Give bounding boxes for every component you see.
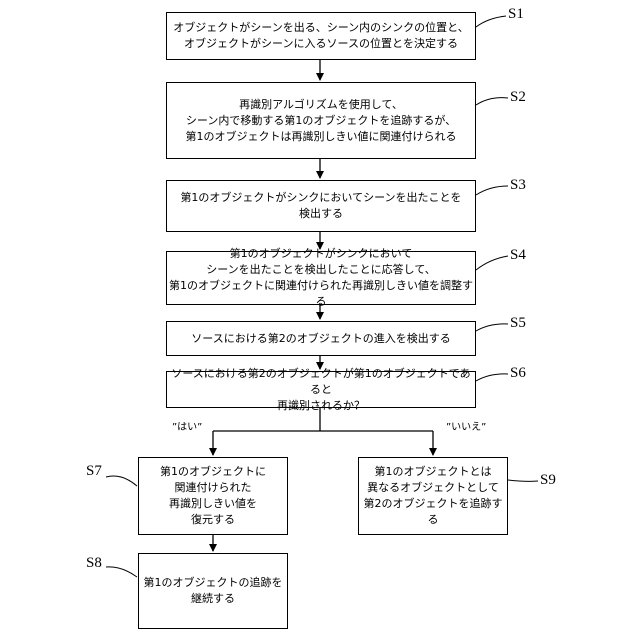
- leader-s5: [476, 324, 508, 331]
- step-label-s9: S9: [540, 473, 556, 488]
- step-text-s5: ソースにおける第2のオブジェクトの進入を検出する: [191, 331, 450, 347]
- leader-s1: [476, 16, 506, 27]
- step-label-s7: S7: [86, 464, 102, 479]
- leader-s6: [476, 374, 508, 381]
- step-label-s4: S4: [510, 248, 526, 263]
- step-text-s9: 第1のオブジェクトとは 異なるオブジェクトとして 第2のオブジェクトを追跡する: [359, 464, 507, 528]
- leader-s8: [106, 567, 137, 577]
- step-label-s3: S3: [510, 178, 526, 193]
- leader-s9: [508, 480, 538, 481]
- step-text-s6: ソースにおける第2のオブジェクトが第1のオブジェクトであると 再識別されるか？: [167, 366, 475, 414]
- leader-s4: [476, 256, 508, 270]
- branch-label-no: ”いいえ”: [446, 422, 486, 434]
- step-text-s3: 第1のオブジェクトがシンクにおいてシーンを出たことを 検出する: [180, 190, 461, 222]
- branch-label-yes: ”はい”: [172, 422, 202, 434]
- leader-s3: [476, 186, 508, 195]
- step-box-s8: 第1のオブジェクトの追跡を 継続する: [138, 553, 288, 629]
- step-box-s5: ソースにおける第2のオブジェクトの進入を検出する: [166, 321, 476, 356]
- step-label-s6: S6: [510, 366, 526, 381]
- step-label-s2: S2: [510, 90, 526, 105]
- step-box-s6: ソースにおける第2のオブジェクトが第1のオブジェクトであると 再識別されるか？: [166, 371, 476, 408]
- step-box-s3: 第1のオブジェクトがシンクにおいてシーンを出たことを 検出する: [166, 180, 476, 232]
- leader-s7: [106, 476, 137, 486]
- step-box-s7: 第1のオブジェクトに 関連付けられた 再識別しきい値を 復元する: [138, 457, 288, 535]
- step-box-s4: 第1のオブジェクトがシンクにおいて シーンを出たことを検出したことに応答して、 …: [166, 251, 476, 305]
- step-text-s2: 再識別アルゴリズムを使用して、 シーン内で移動する第1のオブジェクトを追跡するが…: [186, 97, 457, 145]
- step-text-s7: 第1のオブジェクトに 関連付けられた 再識別しきい値を 復元する: [160, 464, 266, 528]
- step-box-s1: オブジェクトがシーンを出る、シーン内のシンクの位置と、 オブジェクトがシーンに入…: [166, 12, 476, 60]
- step-box-s9: 第1のオブジェクトとは 異なるオブジェクトとして 第2のオブジェクトを追跡する: [358, 457, 508, 535]
- step-text-s4: 第1のオブジェクトがシンクにおいて シーンを出たことを検出したことに応答して、 …: [167, 246, 475, 310]
- step-label-s8: S8: [86, 556, 102, 571]
- step-text-s8: 第1のオブジェクトの追跡を 継続する: [144, 575, 283, 607]
- step-label-s1: S1: [508, 7, 524, 22]
- step-label-s5: S5: [510, 316, 526, 331]
- leader-s2: [476, 98, 508, 105]
- step-box-s2: 再識別アルゴリズムを使用して、 シーン内で移動する第1のオブジェクトを追跡するが…: [166, 82, 476, 159]
- step-text-s1: オブジェクトがシーンを出る、シーン内のシンクの位置と、 オブジェクトがシーンに入…: [173, 20, 468, 52]
